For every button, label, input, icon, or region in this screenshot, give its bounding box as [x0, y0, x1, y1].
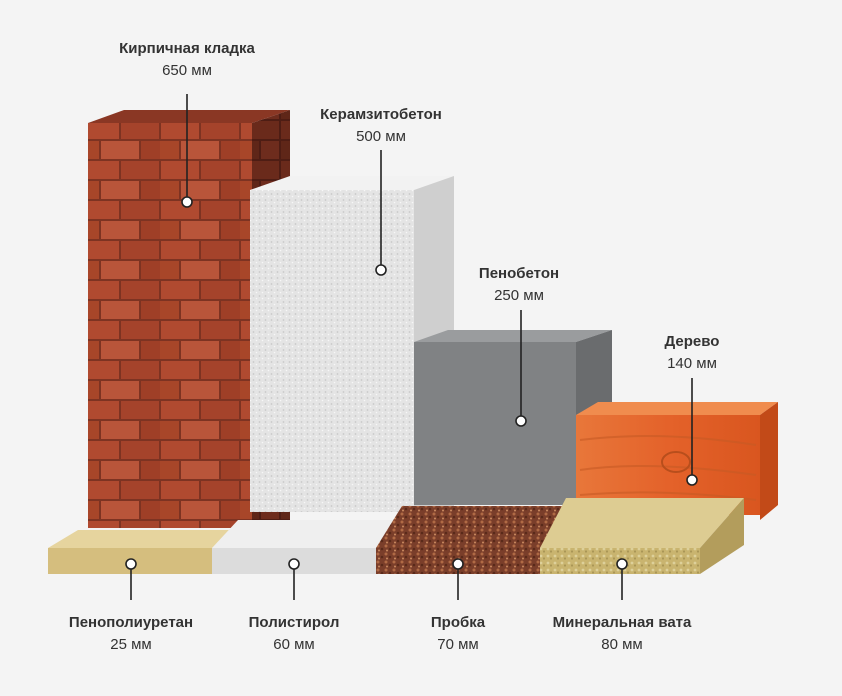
label-clay-name: Керамзитобетон — [320, 106, 442, 123]
label-brick-name: Кирпичная кладка — [119, 40, 255, 57]
label-ppu: Пенополиуретан 25 мм — [36, 612, 226, 656]
marker-wood — [686, 474, 698, 486]
foam-concrete-block — [414, 330, 612, 505]
marker-cork — [452, 558, 464, 570]
marker-eps — [288, 558, 300, 570]
label-eps-value: 60 мм — [273, 636, 315, 653]
label-clay-value: 500 мм — [356, 128, 406, 145]
label-wool-value: 80 мм — [601, 636, 643, 653]
label-foam-value: 250 мм — [494, 287, 544, 304]
marker-ppu — [125, 558, 137, 570]
wool-slab — [540, 498, 744, 574]
label-wood-name: Дерево — [664, 333, 720, 350]
marker-foam — [515, 415, 527, 427]
leaders — [125, 94, 698, 600]
label-eps-name: Полистирол — [248, 614, 340, 631]
label-cork-name: Пробка — [430, 614, 486, 631]
marker-brick — [181, 196, 193, 208]
label-wood-value: 140 мм — [667, 355, 717, 372]
clay-concrete-block — [250, 176, 454, 512]
label-cork-value: 70 мм — [437, 636, 479, 653]
label-foam: Пенобетон 250 мм — [444, 263, 594, 307]
label-cork: Пробка 70 мм — [398, 612, 518, 656]
cork-slab — [376, 506, 566, 574]
label-eps: Полистирол 60 мм — [214, 612, 374, 656]
label-ppu-value: 25 мм — [110, 636, 152, 653]
label-wool-name: Минеральная вата — [552, 614, 692, 631]
label-clay: Керамзитобетон 500 мм — [286, 104, 476, 148]
label-ppu-name: Пенополиуретан — [68, 614, 194, 631]
label-wool: Минеральная вата 80 мм — [522, 612, 722, 656]
label-brick: Кирпичная кладка 650 мм — [87, 38, 287, 82]
label-wood: Дерево 140 мм — [632, 331, 752, 375]
marker-wool — [616, 558, 628, 570]
eps-slab — [212, 520, 402, 574]
marker-clay — [375, 264, 387, 276]
label-foam-name: Пенобетон — [478, 265, 560, 282]
label-brick-value: 650 мм — [162, 62, 212, 79]
ppu-slab — [48, 530, 240, 574]
